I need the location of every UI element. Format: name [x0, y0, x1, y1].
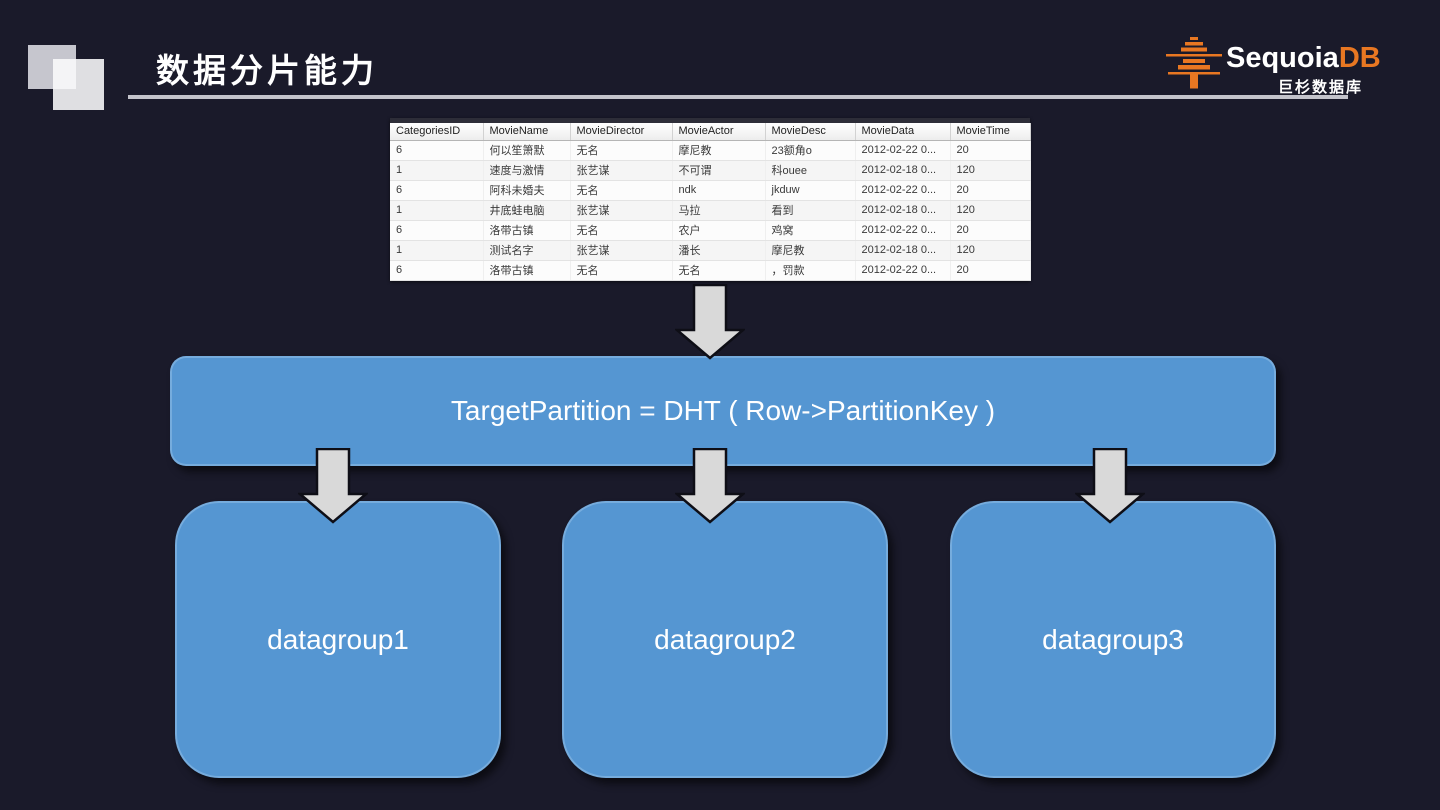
- table-cell: 农户: [672, 220, 766, 241]
- table-cell: 无名: [570, 140, 673, 161]
- table-cell: 120: [950, 240, 1031, 261]
- table-row: 6 阿科未婚夫 无名 ndk jkduw 2012-02-22 0... 20: [390, 180, 1031, 201]
- table-row: 6 何以笙箫默 无名 摩尼教 23额角o 2012-02-22 0... 20: [390, 140, 1031, 161]
- logo-text-sequoia: Sequoia: [1226, 42, 1339, 74]
- table-row: 6 洛带古镇 无名 农户 鸡窝 2012-02-22 0... 20: [390, 220, 1031, 241]
- table-cell: 20: [950, 220, 1031, 241]
- sequoiadb-logo: SequoiaDB 巨杉数据库: [1166, 34, 1381, 96]
- table-cell: 马拉: [672, 200, 766, 221]
- table-cell: 不可谓: [672, 160, 766, 181]
- column-header: MovieDesc: [765, 123, 856, 141]
- down-arrow-icon: [1075, 448, 1145, 524]
- datagroup-box-2: datagroup2: [562, 501, 888, 778]
- table-cell: 20: [950, 140, 1031, 161]
- table-cell: 潘长: [672, 240, 766, 261]
- table-cell: jkduw: [765, 180, 856, 201]
- column-header: CategoriesID: [390, 123, 484, 141]
- table-cell: ndk: [672, 180, 766, 201]
- table-cell: 看到: [765, 200, 856, 221]
- title-underline: [128, 95, 1348, 99]
- table-cell: 无名: [672, 260, 766, 281]
- logo-subtitle: 巨杉数据库: [1278, 79, 1364, 96]
- table-cell: 摩尼教: [765, 240, 856, 261]
- table-cell: 科ouee: [765, 160, 856, 181]
- table-cell: 张艺谋: [570, 200, 673, 221]
- table-cell: 无名: [570, 220, 673, 241]
- table-cell: ，罚款: [765, 260, 856, 281]
- table-cell: 速度与激情: [483, 160, 571, 181]
- table-cell: 鸡窝: [765, 220, 856, 241]
- table-cell: 张艺谋: [570, 240, 673, 261]
- table-cell: 无名: [570, 260, 673, 281]
- table-cell: 何以笙箫默: [483, 140, 571, 161]
- logo-text-db: DB: [1338, 42, 1381, 74]
- sequoia-tree-icon: [1166, 37, 1222, 89]
- table-cell: 测试名字: [483, 240, 571, 261]
- page-title: 数据分片能力: [156, 52, 378, 89]
- table-cell: 20: [950, 180, 1031, 201]
- table-cell: 6: [390, 180, 484, 201]
- table-cell: 2012-02-22 0...: [855, 260, 951, 281]
- column-header: MovieTime: [950, 123, 1031, 141]
- datagroup-box-1: datagroup1: [175, 501, 501, 778]
- datagroup-label: datagroup2: [654, 623, 796, 655]
- table-cell: 2012-02-22 0...: [855, 180, 951, 201]
- down-arrow-icon: [298, 448, 368, 524]
- datagroup-label: datagroup3: [1042, 623, 1184, 655]
- table-cell: 洛带古镇: [483, 260, 571, 281]
- partition-formula-box: TargetPartition = DHT ( Row->PartitionKe…: [170, 356, 1276, 466]
- movie-table-screenshot: CategoriesID MovieName MovieDirector Mov…: [390, 118, 1031, 281]
- table-cell: 2012-02-18 0...: [855, 240, 951, 261]
- table-cell: 1: [390, 200, 484, 221]
- datagroup-label: datagroup1: [267, 623, 409, 655]
- table-cell: 2012-02-18 0...: [855, 160, 951, 181]
- table-cell: 摩尼教: [672, 140, 766, 161]
- table-cell: 120: [950, 160, 1031, 181]
- table-header-row: CategoriesID MovieName MovieDirector Mov…: [390, 123, 1031, 141]
- column-header: MovieActor: [672, 123, 766, 141]
- table-cell: 阿科未婚夫: [483, 180, 571, 201]
- logo-wordmark: SequoiaDB: [1226, 42, 1381, 75]
- table-top-bar: [390, 118, 1030, 123]
- table-cell: 2012-02-22 0...: [855, 220, 951, 241]
- table-cell: 1: [390, 160, 484, 181]
- deco-square-white: [53, 59, 104, 110]
- table-cell: 2012-02-18 0...: [855, 200, 951, 221]
- table-row: 1 测试名字 张艺谋 潘长 摩尼教 2012-02-18 0... 120: [390, 240, 1031, 261]
- column-header: MovieName: [483, 123, 571, 141]
- table-cell: 张艺谋: [570, 160, 673, 181]
- table-cell: 洛带古镇: [483, 220, 571, 241]
- down-arrow-icon: [675, 284, 745, 360]
- column-header: MovieDirector: [570, 123, 673, 141]
- table-cell: 无名: [570, 180, 673, 201]
- table-cell: 井底蛙电脑: [483, 200, 571, 221]
- table-cell: 1: [390, 240, 484, 261]
- table-cell: 6: [390, 140, 484, 161]
- table-cell: 23额角o: [765, 140, 856, 161]
- table-row: 1 速度与激情 张艺谋 不可谓 科ouee 2012-02-18 0... 12…: [390, 160, 1031, 181]
- table-cell: 6: [390, 220, 484, 241]
- movie-table: CategoriesID MovieName MovieDirector Mov…: [390, 123, 1031, 281]
- table-cell: 6: [390, 260, 484, 281]
- partition-formula-label: TargetPartition = DHT ( Row->PartitionKe…: [450, 395, 996, 426]
- table-row: 1 井底蛙电脑 张艺谋 马拉 看到 2012-02-18 0... 120: [390, 200, 1031, 221]
- column-header: MovieData: [855, 123, 951, 141]
- datagroup-box-3: datagroup3: [950, 501, 1276, 778]
- table-cell: 120: [950, 200, 1031, 221]
- table-row: 6 洛带古镇 无名 无名 ，罚款 2012-02-22 0... 20: [390, 260, 1031, 281]
- table-cell: 2012-02-22 0...: [855, 140, 951, 161]
- table-cell: 20: [950, 260, 1031, 281]
- down-arrow-icon: [675, 448, 745, 524]
